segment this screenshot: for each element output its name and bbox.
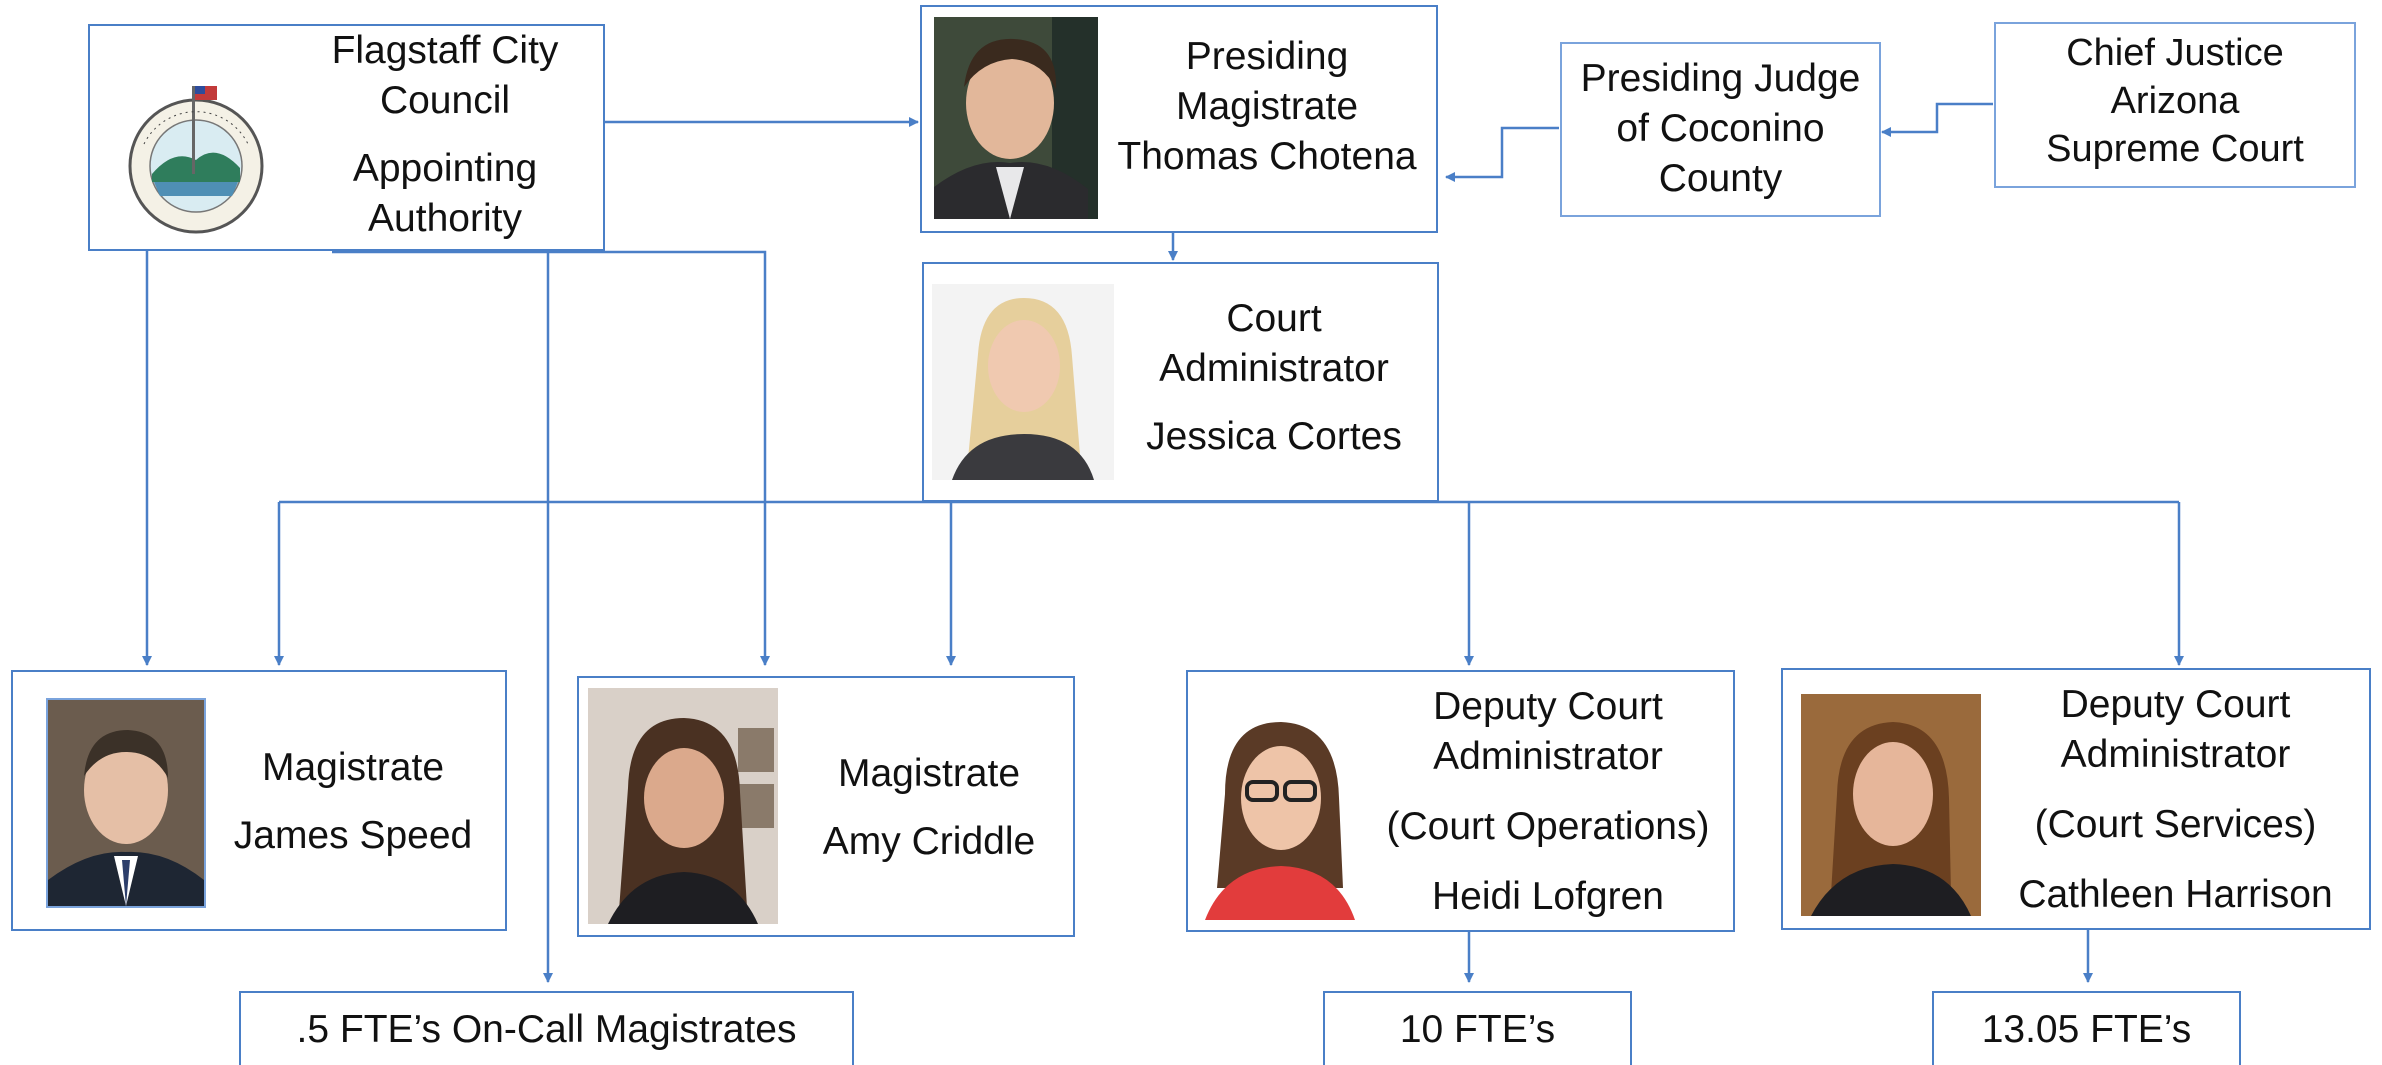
coconino-judge-line-1: Presiding Judge bbox=[1580, 57, 1861, 100]
deputy-operations-label: Deputy Court Administrator (Court Operat… bbox=[1373, 682, 1723, 922]
oncall-magistrates-label: .5 FTE’s On-Call Magistrates bbox=[241, 1005, 852, 1055]
coconino-judge-line-3: County bbox=[1658, 157, 1783, 200]
presiding-label: Presiding Magistrate Thomas Chotena bbox=[1107, 32, 1427, 182]
coconino-judge-label: Presiding Judge of Coconino County bbox=[1562, 54, 1879, 204]
deputy-services-box: Deputy Court Administrator (Court Servic… bbox=[1781, 668, 2371, 930]
services-fte-text: 13.05 FTE’s bbox=[1981, 1008, 2192, 1051]
flagstaff-city-seal bbox=[104, 56, 284, 236]
connector-council-to-criddle bbox=[332, 250, 770, 666]
deputy-services-label: Deputy Court Administrator (Court Servic… bbox=[1988, 680, 2363, 920]
deputy-operations-title-line-2: Administrator bbox=[1433, 735, 1663, 778]
connector-chief-to-county bbox=[1881, 102, 1993, 137]
photo-james-speed bbox=[46, 698, 206, 908]
magistrate-speed-title: Magistrate bbox=[261, 746, 445, 789]
magistrate-speed-box: Magistrate James Speed bbox=[11, 670, 507, 931]
operations-fte-label: 10 FTE’s bbox=[1325, 1005, 1630, 1055]
photo-heidi-lofgren bbox=[1195, 698, 1363, 920]
operations-fte-text: 10 FTE’s bbox=[1399, 1008, 1556, 1051]
photo-jessica-cortes bbox=[932, 284, 1114, 480]
services-fte-box: 13.05 FTE’s bbox=[1932, 991, 2241, 1065]
council-title-line-1: Flagstaff City bbox=[331, 29, 559, 72]
deputy-operations-box: Deputy Court Administrator (Court Operat… bbox=[1186, 670, 1735, 932]
presiding-name: Thomas Chotena bbox=[1117, 135, 1417, 178]
deputy-services-title-line-1: Deputy Court bbox=[2060, 683, 2291, 726]
chief-justice-line-1: Chief Justice bbox=[2066, 32, 2284, 74]
operations-fte-box: 10 FTE’s bbox=[1323, 991, 1632, 1065]
photo-amy-criddle bbox=[588, 688, 778, 924]
deputy-services-name: Cathleen Harrison bbox=[2018, 873, 2333, 916]
presiding-title-line-1: Presiding bbox=[1185, 35, 1349, 78]
council-role-line-1: Appointing bbox=[352, 147, 538, 190]
chief-justice-line-3: Supreme Court bbox=[2046, 128, 2304, 170]
magistrate-criddle-name: Amy Criddle bbox=[822, 820, 1036, 863]
coconino-judge-box: Presiding Judge of Coconino County bbox=[1560, 42, 1881, 217]
chief-justice-box: Chief Justice Arizona Supreme Court bbox=[1994, 22, 2356, 188]
court-administrator-name: Jessica Cortes bbox=[1146, 415, 1402, 458]
council-box: Flagstaff City Council Appointing Author… bbox=[88, 24, 605, 251]
photo-thomas-chotena bbox=[934, 17, 1098, 219]
presiding-title-line-2: Magistrate bbox=[1175, 85, 1359, 128]
court-administrator-box: Court Administrator Jessica Cortes bbox=[922, 262, 1439, 502]
deputy-operations-name: Heidi Lofgren bbox=[1432, 875, 1664, 918]
deputy-operations-title-line-1: Deputy Court bbox=[1433, 685, 1663, 728]
deputy-services-department: (Court Services) bbox=[2034, 803, 2317, 846]
deputy-services-title-line-2: Administrator bbox=[2060, 733, 2291, 776]
chief-justice-line-2: Arizona bbox=[2110, 80, 2240, 122]
oncall-magistrates-text: .5 FTE’s On-Call Magistrates bbox=[296, 1008, 797, 1051]
presiding-magistrate-box: Presiding Magistrate Thomas Chotena bbox=[920, 5, 1438, 233]
magistrate-criddle-box: Magistrate Amy Criddle bbox=[577, 676, 1075, 937]
council-title-line-2: Council bbox=[379, 79, 511, 122]
deputy-operations-department: (Court Operations) bbox=[1386, 805, 1710, 848]
photo-cathleen-harrison bbox=[1801, 694, 1981, 916]
chief-justice-label: Chief Justice Arizona Supreme Court bbox=[1996, 29, 2354, 173]
council-label: Flagstaff City Council Appointing Author… bbox=[300, 26, 590, 244]
coconino-judge-line-2: of Coconino bbox=[1616, 107, 1825, 150]
oncall-magistrates-box: .5 FTE’s On-Call Magistrates bbox=[239, 991, 854, 1065]
court-administrator-label: Court Administrator Jessica Cortes bbox=[1124, 294, 1424, 462]
court-administrator-title-line-2: Administrator bbox=[1159, 347, 1389, 390]
court-administrator-title-line-1: Court bbox=[1226, 297, 1322, 340]
connector-county-to-presiding bbox=[1445, 126, 1559, 182]
magistrate-criddle-title: Magistrate bbox=[837, 752, 1021, 795]
magistrate-speed-name: James Speed bbox=[233, 814, 473, 857]
council-role-line-2: Authority bbox=[368, 197, 522, 240]
services-fte-label: 13.05 FTE’s bbox=[1934, 1005, 2239, 1055]
magistrate-criddle-label: Magistrate Amy Criddle bbox=[794, 740, 1064, 876]
magistrate-speed-label: Magistrate James Speed bbox=[213, 734, 493, 870]
